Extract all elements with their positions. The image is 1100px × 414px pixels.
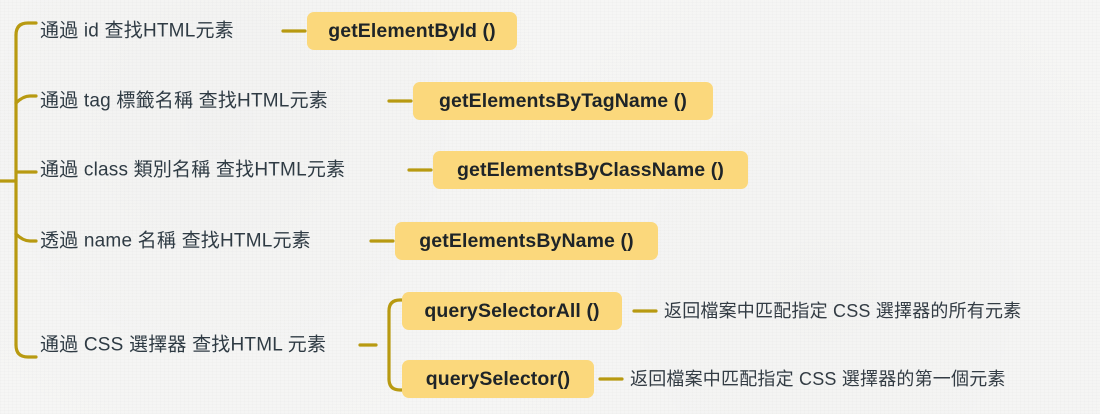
note-query-selector-all: 返回檔案中匹配指定 CSS 選擇器的所有元素 <box>664 301 1022 321</box>
topic-by-id[interactable]: 通過 id 查找HTML元素 <box>40 20 234 42</box>
branch-line-by-name <box>14 232 38 243</box>
method-badge-query-selector[interactable]: querySelector() <box>402 360 594 398</box>
topic-by-tag[interactable]: 通過 tag 標籤名稱 查找HTML元素 <box>40 90 328 112</box>
note-query-selector: 返回檔案中匹配指定 CSS 選擇器的第一個元素 <box>630 369 1006 389</box>
branch-line-by-tag <box>14 94 38 105</box>
method-badge-get-element-by-id[interactable]: getElementById () <box>307 12 517 50</box>
method-badge-get-elements-by-class-name[interactable]: getElementsByClassName () <box>433 151 748 189</box>
sub-branch-line-qs <box>387 377 405 392</box>
method-badge-get-elements-by-tag-name[interactable]: getElementsByTagName () <box>413 82 713 120</box>
topic-by-class[interactable]: 通過 class 類別名稱 查找HTML元素 <box>40 159 346 181</box>
topic-by-name[interactable]: 透過 name 名稱 查找HTML元素 <box>40 230 311 252</box>
sub-branch-line-qsa <box>387 298 405 313</box>
method-badge-query-selector-all[interactable]: querySelectorAll () <box>402 292 622 330</box>
topic-by-css-selector[interactable]: 通過 CSS 選擇器 查找HTML 元素 <box>40 334 327 356</box>
method-badge-get-elements-by-name[interactable]: getElementsByName () <box>395 222 658 260</box>
branch-line-by-css <box>14 343 38 359</box>
branch-line-by-id <box>14 21 38 37</box>
